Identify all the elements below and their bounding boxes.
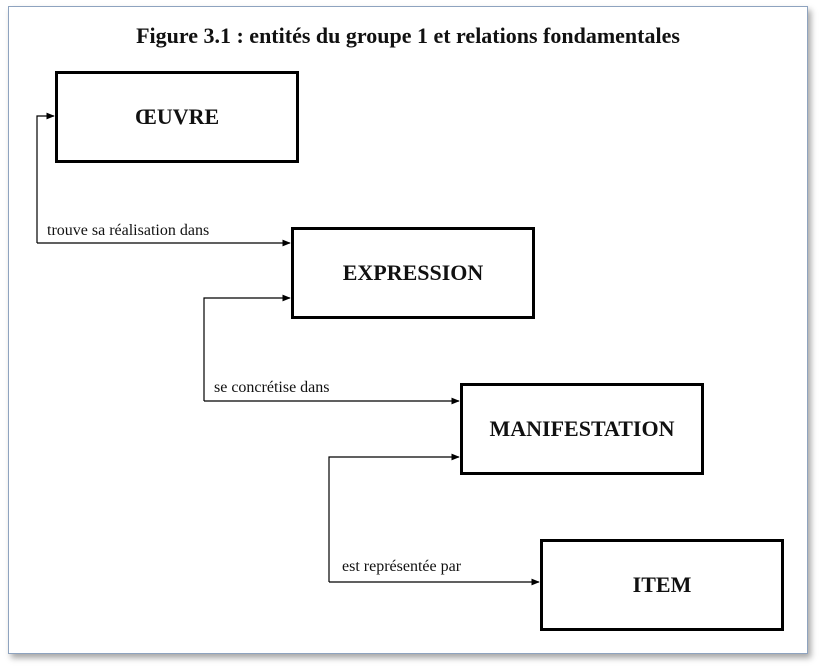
relation-label-realisation: trouve sa réalisation dans — [47, 222, 210, 239]
entity-manifestation-label: MANIFESTATION — [489, 416, 675, 441]
relation-label-representation: est représentée par — [342, 558, 462, 575]
entity-item-label: ITEM — [632, 572, 692, 597]
connector-manifestation-item — [328, 453, 540, 586]
entity-item-box: ITEM — [540, 539, 784, 631]
figure-frame: Figure 3.1 : entités du groupe 1 et rela… — [8, 6, 808, 654]
figure-title: Figure 3.1 : entités du groupe 1 et rela… — [136, 23, 680, 48]
entity-oeuvre-box: ŒUVRE — [55, 71, 299, 163]
entity-expression-box: EXPRESSION — [291, 227, 535, 319]
entity-oeuvre-label: ŒUVRE — [134, 104, 220, 129]
connector-oeuvre-expression — [36, 112, 291, 247]
relation-label-concretisation: se concrétise dans — [214, 379, 330, 396]
entity-expression-label: EXPRESSION — [342, 260, 484, 285]
entity-manifestation-box: MANIFESTATION — [460, 383, 704, 475]
connector-expression-manifestation — [203, 294, 460, 405]
relation-connectors — [36, 112, 540, 586]
